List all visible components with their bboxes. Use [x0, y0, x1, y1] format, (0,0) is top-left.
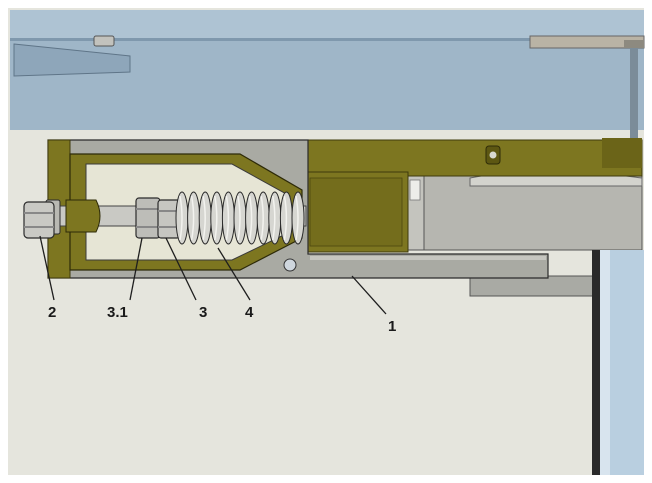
leader-lines: [39, 235, 387, 315]
spring-coil-highlight: [248, 195, 253, 241]
bolt-head-2: [23, 199, 61, 239]
callout-1: 1: [388, 318, 396, 335]
rod-collar: [65, 199, 101, 233]
spring-coil-highlight: [214, 195, 218, 241]
spring-4: [175, 191, 305, 245]
olive-housing: [303, 138, 643, 253]
callout-2: 2: [48, 304, 56, 321]
nut-3-1: [135, 197, 161, 239]
spring-coil-highlight: [295, 195, 299, 241]
spring-coil-highlight: [225, 195, 230, 241]
callout-3-1: 3.1: [107, 304, 128, 321]
spring-coil-highlight: [283, 195, 288, 241]
support-column: [592, 250, 644, 475]
spring-coil-highlight: [179, 195, 183, 241]
spring-coil-highlight: [237, 195, 241, 241]
spring-coil-highlight: [202, 195, 206, 241]
callout-4: 4: [245, 304, 254, 321]
spring-coil-highlight: [260, 195, 264, 241]
upper-beam: [10, 10, 645, 138]
callout-3: 3: [199, 304, 207, 321]
spring-coil-highlight: [272, 195, 276, 241]
spring-coil-highlight: [190, 195, 195, 241]
mounting-hole-icon: [283, 258, 297, 272]
